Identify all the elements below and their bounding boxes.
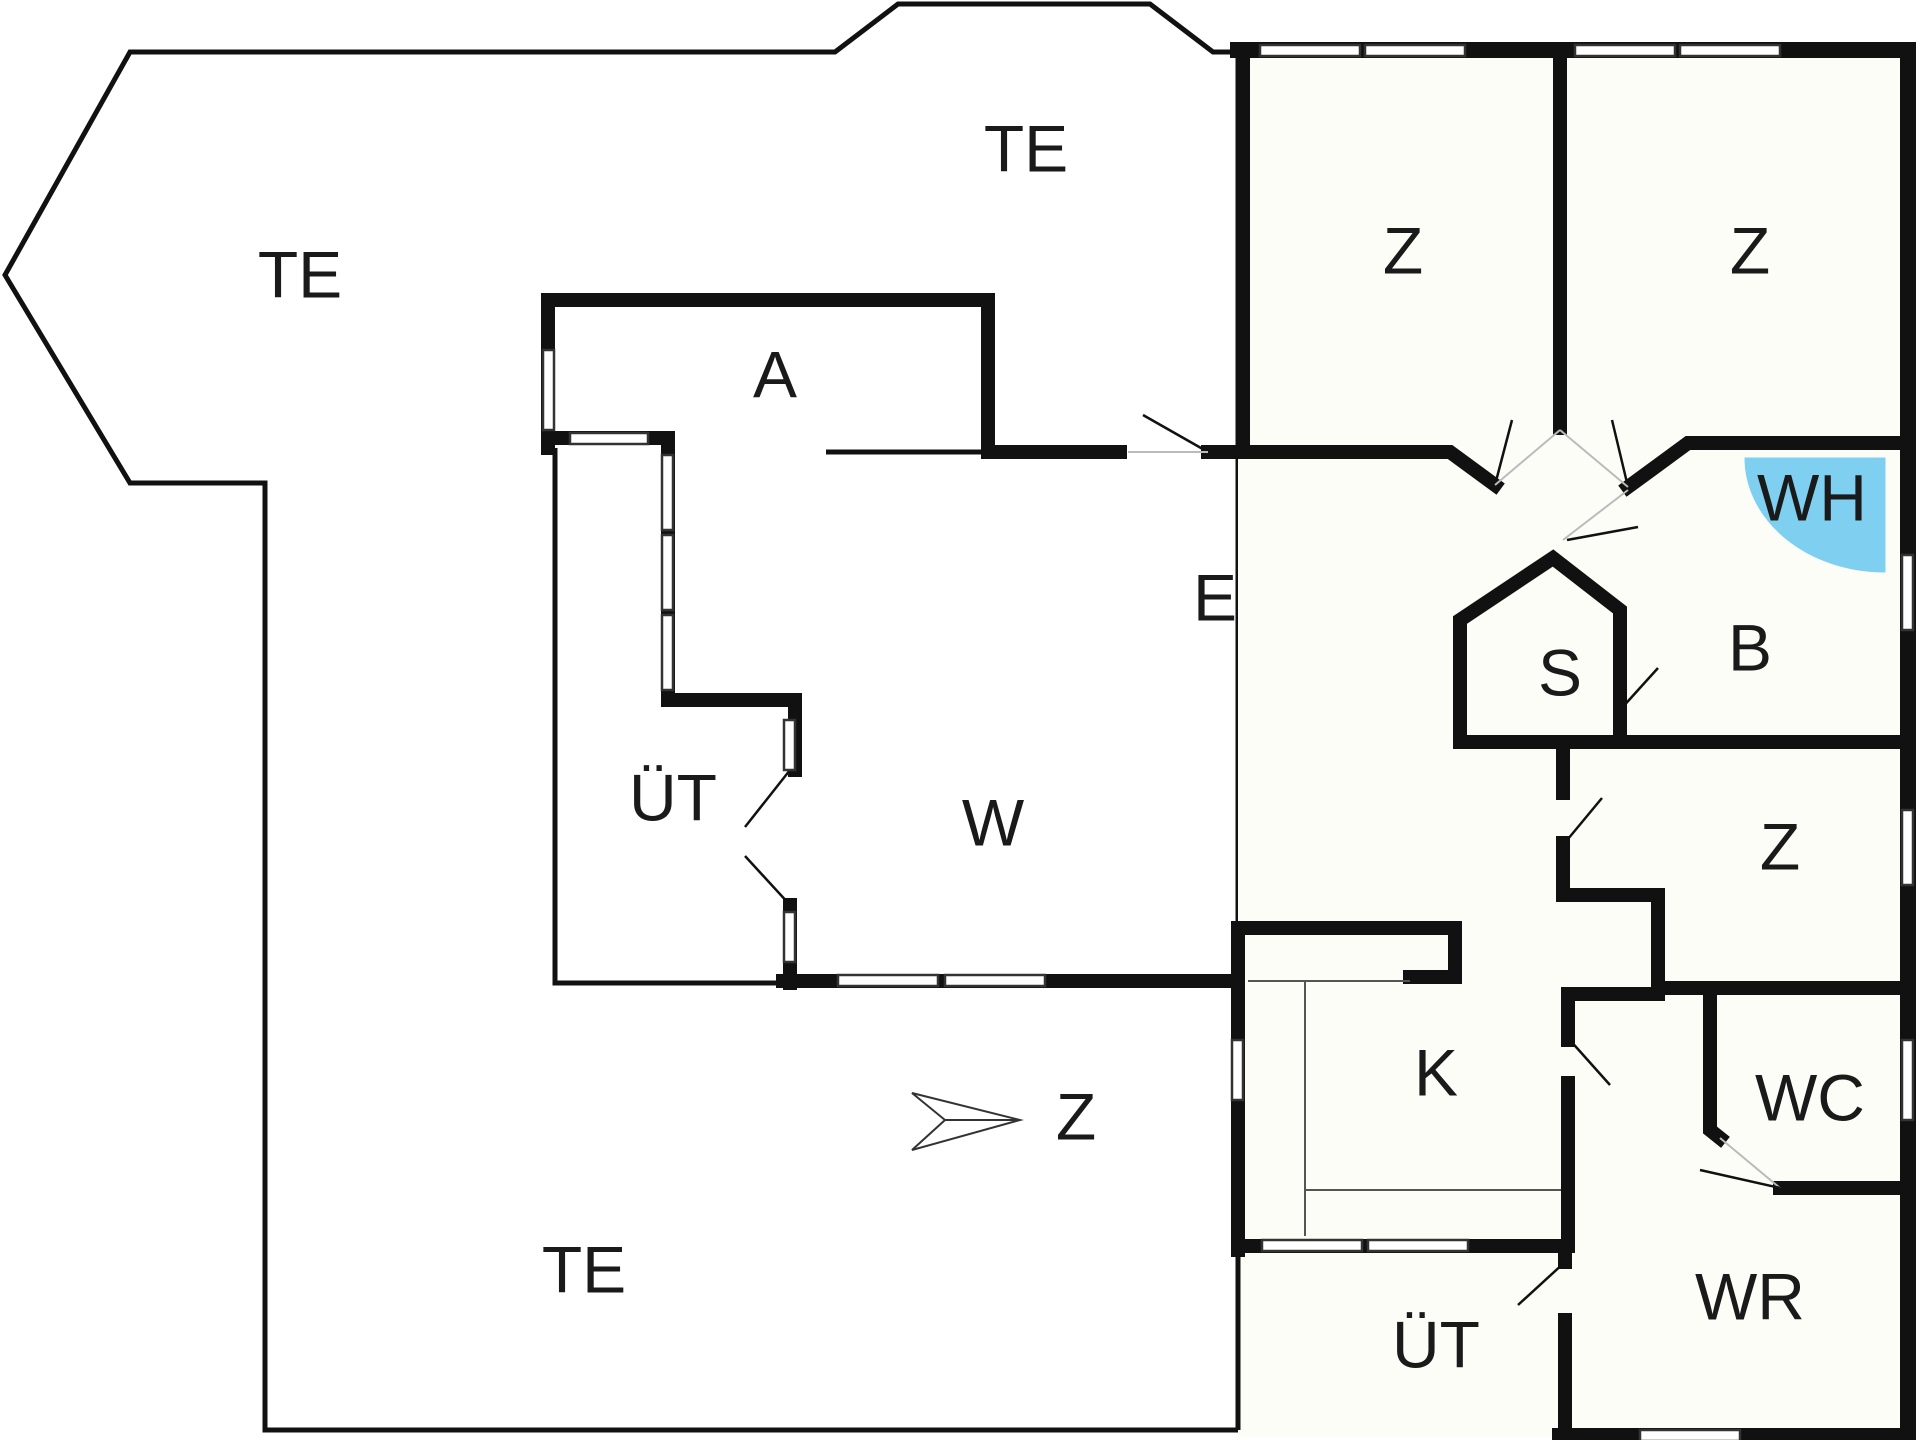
door-swing-wc bbox=[1699, 1168, 1781, 1190]
door-swing-z2 bbox=[1610, 419, 1630, 488]
room-label-wr: WR bbox=[1695, 1259, 1805, 1333]
wall-wc bbox=[1703, 981, 1915, 1195]
wall-a-top bbox=[541, 293, 1127, 459]
wall-k-top bbox=[1231, 921, 1462, 988]
door-swing-z1 bbox=[1493, 419, 1514, 486]
door-swing-ut-1 bbox=[744, 769, 791, 828]
room-label-ut-bottom: ÜT bbox=[1392, 1307, 1480, 1381]
wall-w-left-upper bbox=[661, 431, 802, 777]
north-label: Z bbox=[1056, 1079, 1096, 1153]
door-line-b bbox=[1562, 489, 1629, 541]
room-label-ut-left: ÜT bbox=[629, 760, 717, 834]
door-line-z2 bbox=[1559, 429, 1629, 488]
room-label-w: W bbox=[962, 785, 1025, 859]
house-floor-lower bbox=[1238, 1245, 1558, 1430]
door-line-z1 bbox=[1494, 429, 1561, 486]
windows bbox=[541, 43, 1915, 1440]
water-heater-highlight bbox=[1744, 457, 1886, 573]
room-label-s: S bbox=[1538, 635, 1582, 709]
room-label-te-top: TE bbox=[984, 111, 1068, 185]
room-label-e: E bbox=[1193, 560, 1237, 634]
door-swing-z3 bbox=[1562, 797, 1603, 846]
door-line-wc bbox=[1719, 1137, 1781, 1189]
wall-s-house bbox=[1453, 549, 1627, 747]
terrace-outline bbox=[2, 1, 1241, 1433]
room-label-a: A bbox=[753, 337, 797, 411]
room-label-z-right: Z bbox=[1760, 809, 1800, 883]
room-label-z-top-2: Z bbox=[1730, 213, 1770, 287]
door-swing-a bbox=[1142, 413, 1209, 454]
room-label-b: B bbox=[1728, 610, 1772, 684]
room-label-te-bottom: TE bbox=[542, 1232, 626, 1306]
door-swing-ut-2 bbox=[744, 855, 791, 906]
door-swing-s bbox=[1619, 667, 1659, 711]
wall-bedrooms-bottom bbox=[1236, 436, 1915, 497]
door-swing-k bbox=[1567, 1037, 1611, 1086]
kitchen-counter bbox=[1248, 980, 1565, 1236]
room-label-k: K bbox=[1414, 1035, 1458, 1109]
room-label-z-top-1: Z bbox=[1383, 213, 1423, 287]
north-arrow-icon bbox=[911, 1092, 1024, 1151]
wall-ut-left bbox=[552, 448, 783, 986]
room-label-wh: WH bbox=[1757, 460, 1867, 534]
wall-z-right bbox=[1556, 735, 1915, 995]
room-label-wc: WC bbox=[1755, 1060, 1865, 1134]
room-label-te-left: TE bbox=[258, 237, 342, 311]
door-swing-b bbox=[1566, 525, 1639, 542]
door-swing-ut-bottom bbox=[1517, 1261, 1566, 1306]
